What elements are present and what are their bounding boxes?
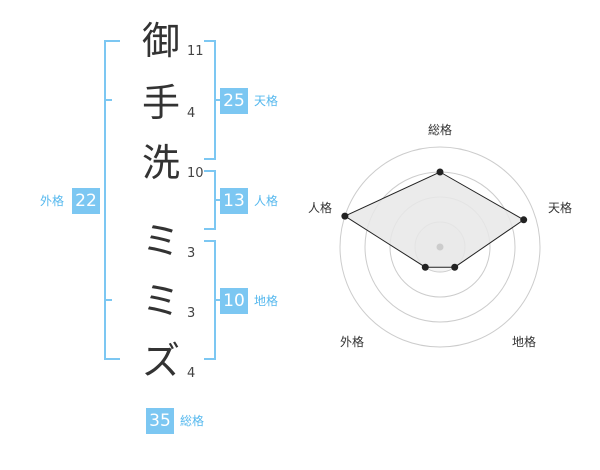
axis-label-gaikaku: 外格: [340, 334, 364, 349]
radar-ring: [339, 146, 541, 348]
jinkaku-badge: 13: [220, 188, 248, 214]
surname-char-1: 御: [141, 19, 180, 63]
stroke-count-4: 3: [187, 246, 196, 261]
radar-center-dot: [436, 243, 444, 251]
surname-char-3: 洗: [141, 141, 180, 185]
jinkaku-label: 人格: [254, 194, 279, 208]
radar-point-3: [421, 263, 429, 271]
stroke-count-5: 3: [187, 306, 196, 321]
radar-point-4: [341, 212, 349, 220]
stroke-count-1: 11: [187, 44, 204, 59]
axis-label-soukaku: 総格: [428, 122, 452, 137]
axis-label-jinkaku: 人格: [308, 200, 332, 215]
radar-points: [341, 168, 528, 271]
chikaku-label: 地格: [254, 294, 279, 308]
given-char-2: ミ: [141, 279, 180, 323]
radar-chart: 総格 天格 地格 外格 人格: [308, 122, 572, 349]
radar-point-1: [520, 216, 528, 224]
radar-point-2: [451, 263, 459, 271]
tenkaku-badge: 25: [220, 88, 248, 114]
axis-label-tenkaku: 天格: [548, 200, 572, 215]
given-char-3: ズ: [141, 339, 180, 383]
gaikaku-label: 外格: [40, 194, 65, 208]
soukaku-badge: 35: [146, 408, 174, 434]
stroke-count-6: 4: [187, 366, 196, 381]
radar-point-0: [436, 168, 444, 176]
radar-area: [343, 171, 525, 268]
chikaku-badge: 10: [220, 288, 248, 314]
tenkaku-label: 天格: [254, 94, 279, 108]
gaikaku-badge: 22: [72, 188, 100, 214]
axis-label-chikaku: 地格: [512, 334, 536, 349]
stroke-count-2: 4: [187, 106, 196, 121]
surname-char-2: 手: [141, 81, 180, 125]
given-char-1: ミ: [141, 219, 180, 263]
stroke-count-3: 10: [187, 166, 204, 181]
soukaku-label: 総格: [180, 414, 205, 428]
